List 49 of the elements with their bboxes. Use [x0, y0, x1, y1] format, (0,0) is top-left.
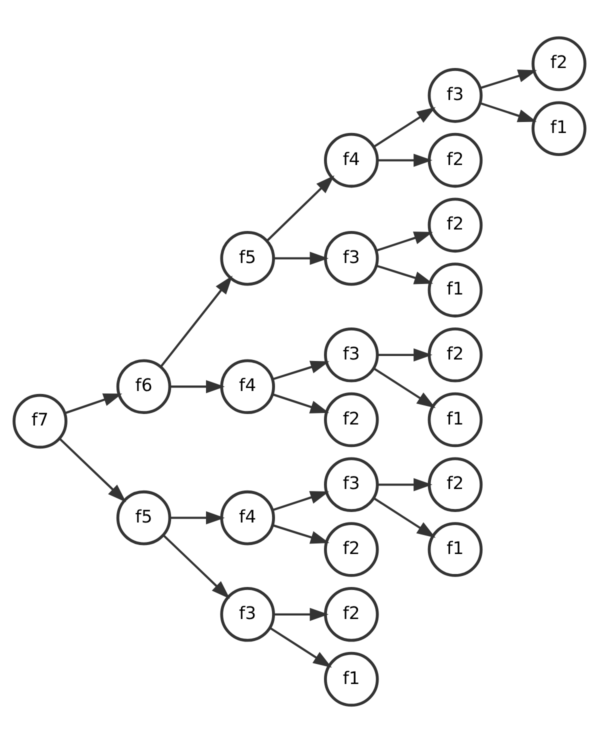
- node-circle: f3: [324, 456, 379, 512]
- arrow: [373, 496, 436, 538]
- node-circle: f3: [324, 327, 379, 382]
- node-circle: f1: [324, 651, 379, 706]
- node-circle: f4: [324, 132, 379, 188]
- arrow: [160, 275, 233, 367]
- arrow: [64, 392, 122, 414]
- arrow: [378, 348, 432, 361]
- node-circle: f1: [428, 262, 483, 317]
- arrow: [58, 437, 126, 502]
- arrow: [170, 380, 225, 393]
- node-circle: f1: [532, 100, 586, 156]
- node-circle: f5: [116, 490, 172, 545]
- node-circle: f3: [428, 68, 483, 122]
- node-circle: f2: [532, 36, 586, 91]
- arrow: [480, 102, 537, 122]
- arrow: [480, 69, 537, 88]
- arrow: [378, 478, 432, 491]
- arrow: [378, 153, 432, 166]
- arrow: [170, 510, 225, 524]
- node-circle: f2: [324, 392, 379, 447]
- node-circle: f2: [428, 132, 483, 188]
- arrow: [272, 524, 330, 544]
- arrow: [373, 366, 436, 408]
- arrow: [274, 607, 329, 620]
- node-circle: f2: [324, 586, 379, 642]
- node-circle: f1: [428, 522, 483, 576]
- node-circle: f2: [324, 522, 379, 576]
- arrow: [269, 626, 332, 668]
- node-circle: f4: [220, 490, 275, 545]
- node-circle: f2: [428, 327, 483, 382]
- node-circle: f2: [428, 456, 483, 512]
- node-circle: f3: [324, 230, 379, 286]
- arrow: [272, 392, 330, 413]
- node-circle: f6: [116, 358, 172, 414]
- arrow: [162, 534, 230, 598]
- node-circle: f1: [428, 392, 483, 447]
- arrow: [272, 360, 330, 380]
- arrow: [373, 106, 436, 148]
- node-circle: f4: [220, 358, 275, 414]
- node-circle: f3: [220, 586, 275, 642]
- arrow: [266, 174, 334, 242]
- arrow: [376, 264, 434, 284]
- node-circle: f5: [220, 230, 275, 286]
- node-circle: f2: [428, 197, 483, 252]
- arrow: [274, 251, 329, 264]
- arrow: [272, 490, 330, 511]
- arrow: [376, 231, 433, 252]
- node-circle: f7: [12, 393, 68, 448]
